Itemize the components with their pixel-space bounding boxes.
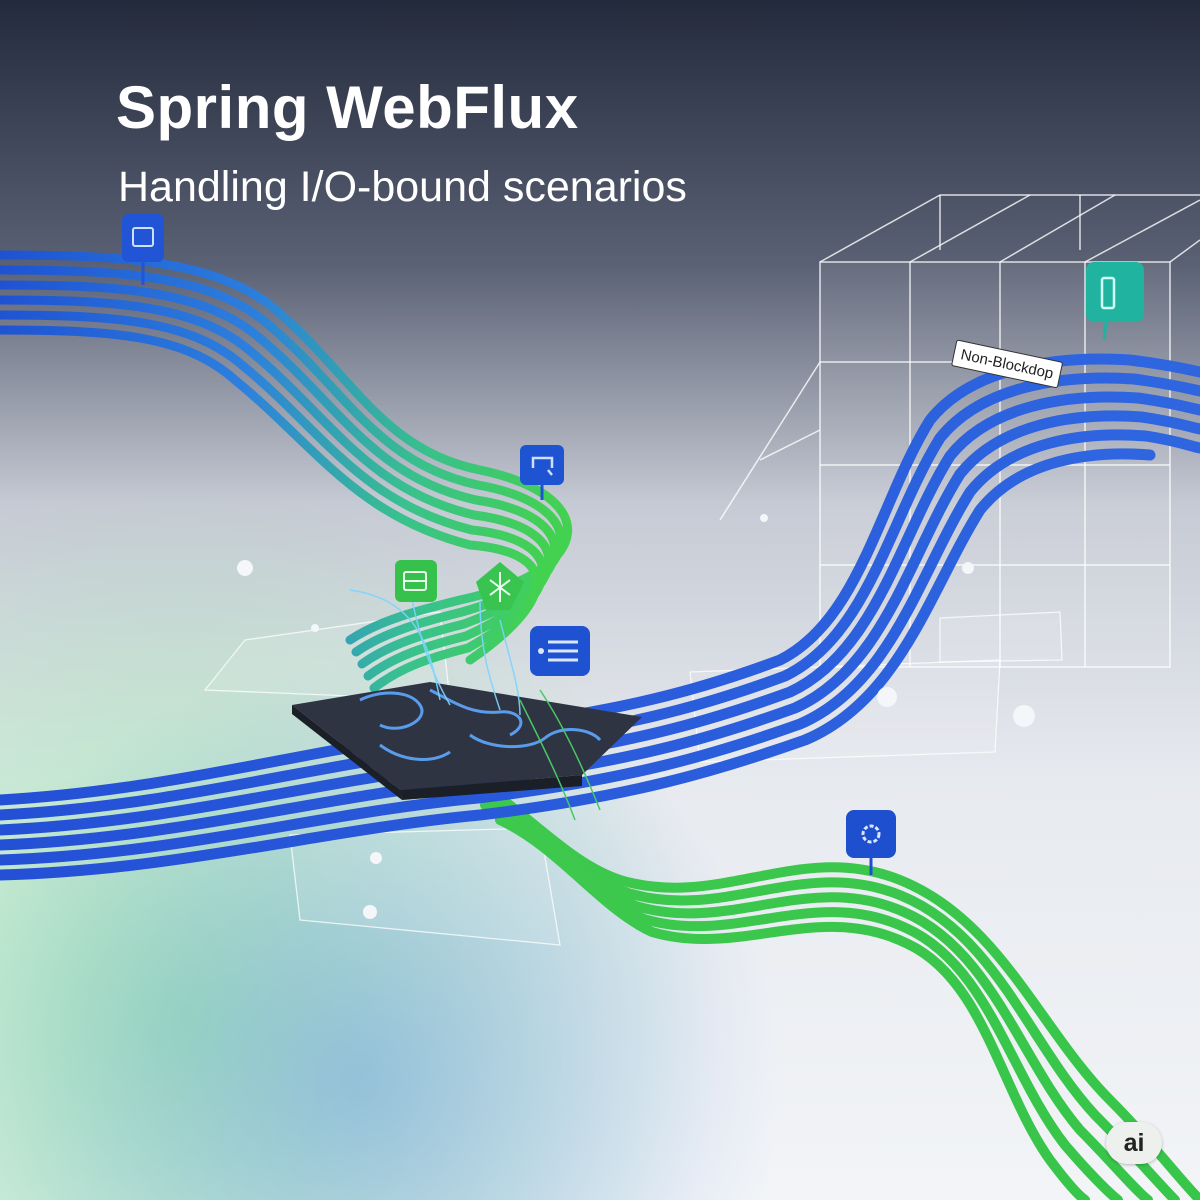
blue-data-stream <box>0 353 1200 881</box>
green-data-stream <box>435 755 1200 1200</box>
list-icon <box>530 626 590 676</box>
database-icon <box>1086 262 1144 341</box>
page-title: Spring WebFlux <box>116 74 579 141</box>
decorative-spheres <box>237 514 1035 919</box>
document-icon <box>395 560 437 602</box>
gear-icon <box>846 810 896 875</box>
processor-chip <box>292 589 642 821</box>
ai-badge: ai <box>1106 1122 1162 1164</box>
image-icon <box>122 214 164 285</box>
page-subtitle: Handling I/O-bound scenarios <box>118 163 687 211</box>
loop-icon <box>520 445 564 500</box>
network-icon <box>476 562 524 610</box>
top-data-stream <box>0 250 573 693</box>
